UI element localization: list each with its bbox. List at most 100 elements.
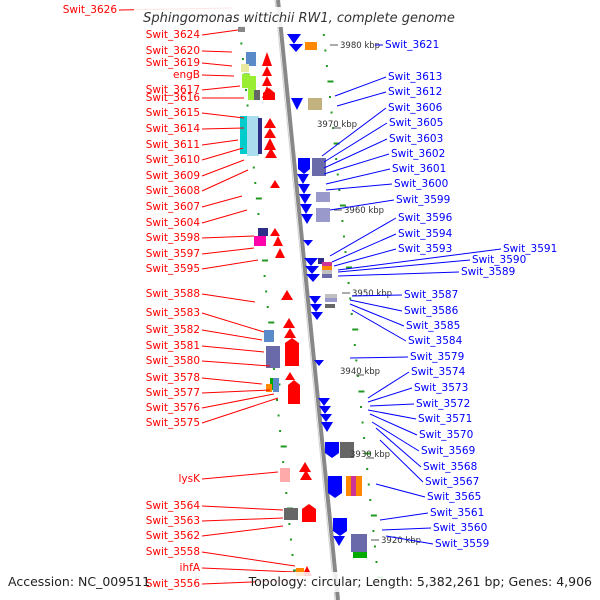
- reverse-gene-arrow: [298, 184, 310, 194]
- forward-gene-arrow: [283, 318, 295, 328]
- forward-gene-arrow: [273, 236, 283, 246]
- genome-summary-text: Topology: circular; Length: 5,382,261 bp…: [248, 574, 592, 589]
- kbp-scale-label: 3980 kbp: [340, 41, 380, 51]
- right-label-leader: [337, 271, 460, 277]
- genome-backbone-shade: [274, 0, 336, 600]
- cog-color-box: [312, 158, 326, 176]
- right-label-leader: [379, 512, 429, 521]
- reverse-gene-arrow: [319, 406, 331, 414]
- left-label-leader: [201, 360, 271, 367]
- forward-gene-block: [288, 380, 300, 404]
- left-label-leader: [201, 235, 255, 239]
- title-backing: [134, 7, 464, 27]
- forward-gene-arrow: [264, 138, 276, 150]
- right-gene-label: Swit_3569: [421, 445, 475, 457]
- forward-gene-arrow: [300, 470, 312, 480]
- forward-gene-block: [302, 504, 316, 522]
- cog-color-box: [270, 378, 275, 390]
- right-gene-label: Swit_3590: [472, 254, 526, 266]
- kbp-scale-label: 3930 kbp: [350, 450, 390, 460]
- forward-gene-arrow: [285, 372, 295, 380]
- cog-color-box: [273, 378, 279, 392]
- cog-color-box: [254, 236, 266, 246]
- forward-gene-arrow: [281, 290, 293, 300]
- cog-color-box: [248, 76, 256, 100]
- reverse-gene-arrow: [306, 274, 320, 282]
- right-label-leader: [369, 403, 415, 407]
- right-label-leader: [375, 483, 426, 498]
- reverse-gene-arrow: [303, 240, 313, 246]
- left-label-leader: [201, 397, 279, 424]
- reverse-gene-arrow: [321, 422, 333, 432]
- right-gene-label: Swit_3591: [503, 243, 557, 255]
- left-label-leader: [201, 159, 245, 177]
- left-label-leader: [201, 50, 233, 53]
- right-label-leader: [379, 439, 424, 483]
- reverse-gene-block: [328, 476, 342, 498]
- cog-color-box: [308, 98, 322, 110]
- left-label-leader: [201, 517, 284, 522]
- cog-color-box: [318, 258, 324, 264]
- right-gene-label: Swit_3613: [388, 71, 442, 83]
- kbp-scale-label: 3970 kbp: [317, 120, 357, 130]
- left-label-leader: [201, 377, 263, 385]
- right-gene-label: Swit_3573: [414, 382, 468, 394]
- right-label-leader: [337, 259, 471, 273]
- cog-color-box: [340, 442, 354, 458]
- right-label-leader: [329, 217, 397, 257]
- reverse-gene-arrow: [291, 98, 303, 110]
- right-gene-label: Swit_3600: [394, 178, 448, 190]
- cog-color-box: [325, 294, 337, 298]
- right-gene-label: Swit_3579: [410, 351, 464, 363]
- accession-text: Accession: NC_009511: [8, 574, 150, 589]
- right-gene-label: Swit_3606: [388, 102, 443, 114]
- left-gene-label: Swit_3580: [146, 355, 200, 367]
- right-gene-label: Swit_3589: [461, 266, 515, 278]
- left-gene-label: lysK: [179, 473, 202, 485]
- left-gene-label: Swit_3611: [146, 139, 200, 151]
- right-gene-label: Swit_3571: [418, 413, 472, 425]
- cog-color-box: [242, 74, 250, 88]
- forward-gene-arrow: [264, 128, 276, 138]
- reverse-gene-arrow: [320, 414, 332, 422]
- kbp-scale-label: 3920 kbp: [381, 536, 421, 546]
- left-label-leader: [201, 471, 279, 480]
- reverse-gene-arrow: [289, 44, 303, 52]
- cog-color-box: [356, 476, 362, 496]
- right-gene-label: Swit_3603: [389, 133, 443, 145]
- left-gene-label: Swit_3620: [146, 45, 200, 57]
- left-label-leader: [201, 293, 256, 303]
- left-gene-label: Swit_3610: [146, 154, 200, 166]
- cog-color-box: [325, 298, 337, 302]
- cog-color-box: [353, 552, 367, 558]
- left-label-leader: [201, 247, 255, 255]
- right-label-leader: [351, 309, 407, 342]
- left-gene-label: Swit_3576: [146, 402, 201, 414]
- right-gene-label: Swit_3585: [406, 320, 460, 332]
- right-gene-label: Swit_3565: [427, 491, 481, 503]
- forward-gene-arrow: [299, 462, 311, 472]
- left-label-leader: [201, 567, 296, 573]
- cog-color-box: [280, 468, 290, 482]
- left-label-leader: [201, 551, 296, 567]
- reverse-gene-arrow: [300, 204, 312, 214]
- left-gene-label: Swit_3626: [63, 4, 118, 16]
- left-label-leader: [201, 259, 259, 270]
- left-gene-label: Swit_3588: [146, 288, 200, 300]
- right-label-leader: [323, 153, 390, 175]
- cog-color-box: [254, 90, 260, 100]
- forward-gene-block: [263, 88, 275, 100]
- right-gene-label: Swit_3586: [404, 305, 459, 317]
- right-label-leader: [369, 413, 418, 436]
- right-gene-label: Swit_3572: [416, 398, 470, 410]
- reverse-gene-arrow: [305, 266, 319, 274]
- left-gene-label: Swit_3614: [146, 123, 201, 135]
- right-label-leader: [371, 421, 420, 452]
- left-label-leader: [201, 525, 284, 537]
- forward-gene-block: [285, 338, 299, 366]
- right-label-leader: [325, 183, 393, 191]
- right-gene-label: Swit_3599: [396, 194, 450, 206]
- reverse-gene-arrow: [287, 34, 301, 44]
- forward-gene-arrow: [284, 328, 296, 338]
- forward-gene-arrow: [270, 180, 280, 188]
